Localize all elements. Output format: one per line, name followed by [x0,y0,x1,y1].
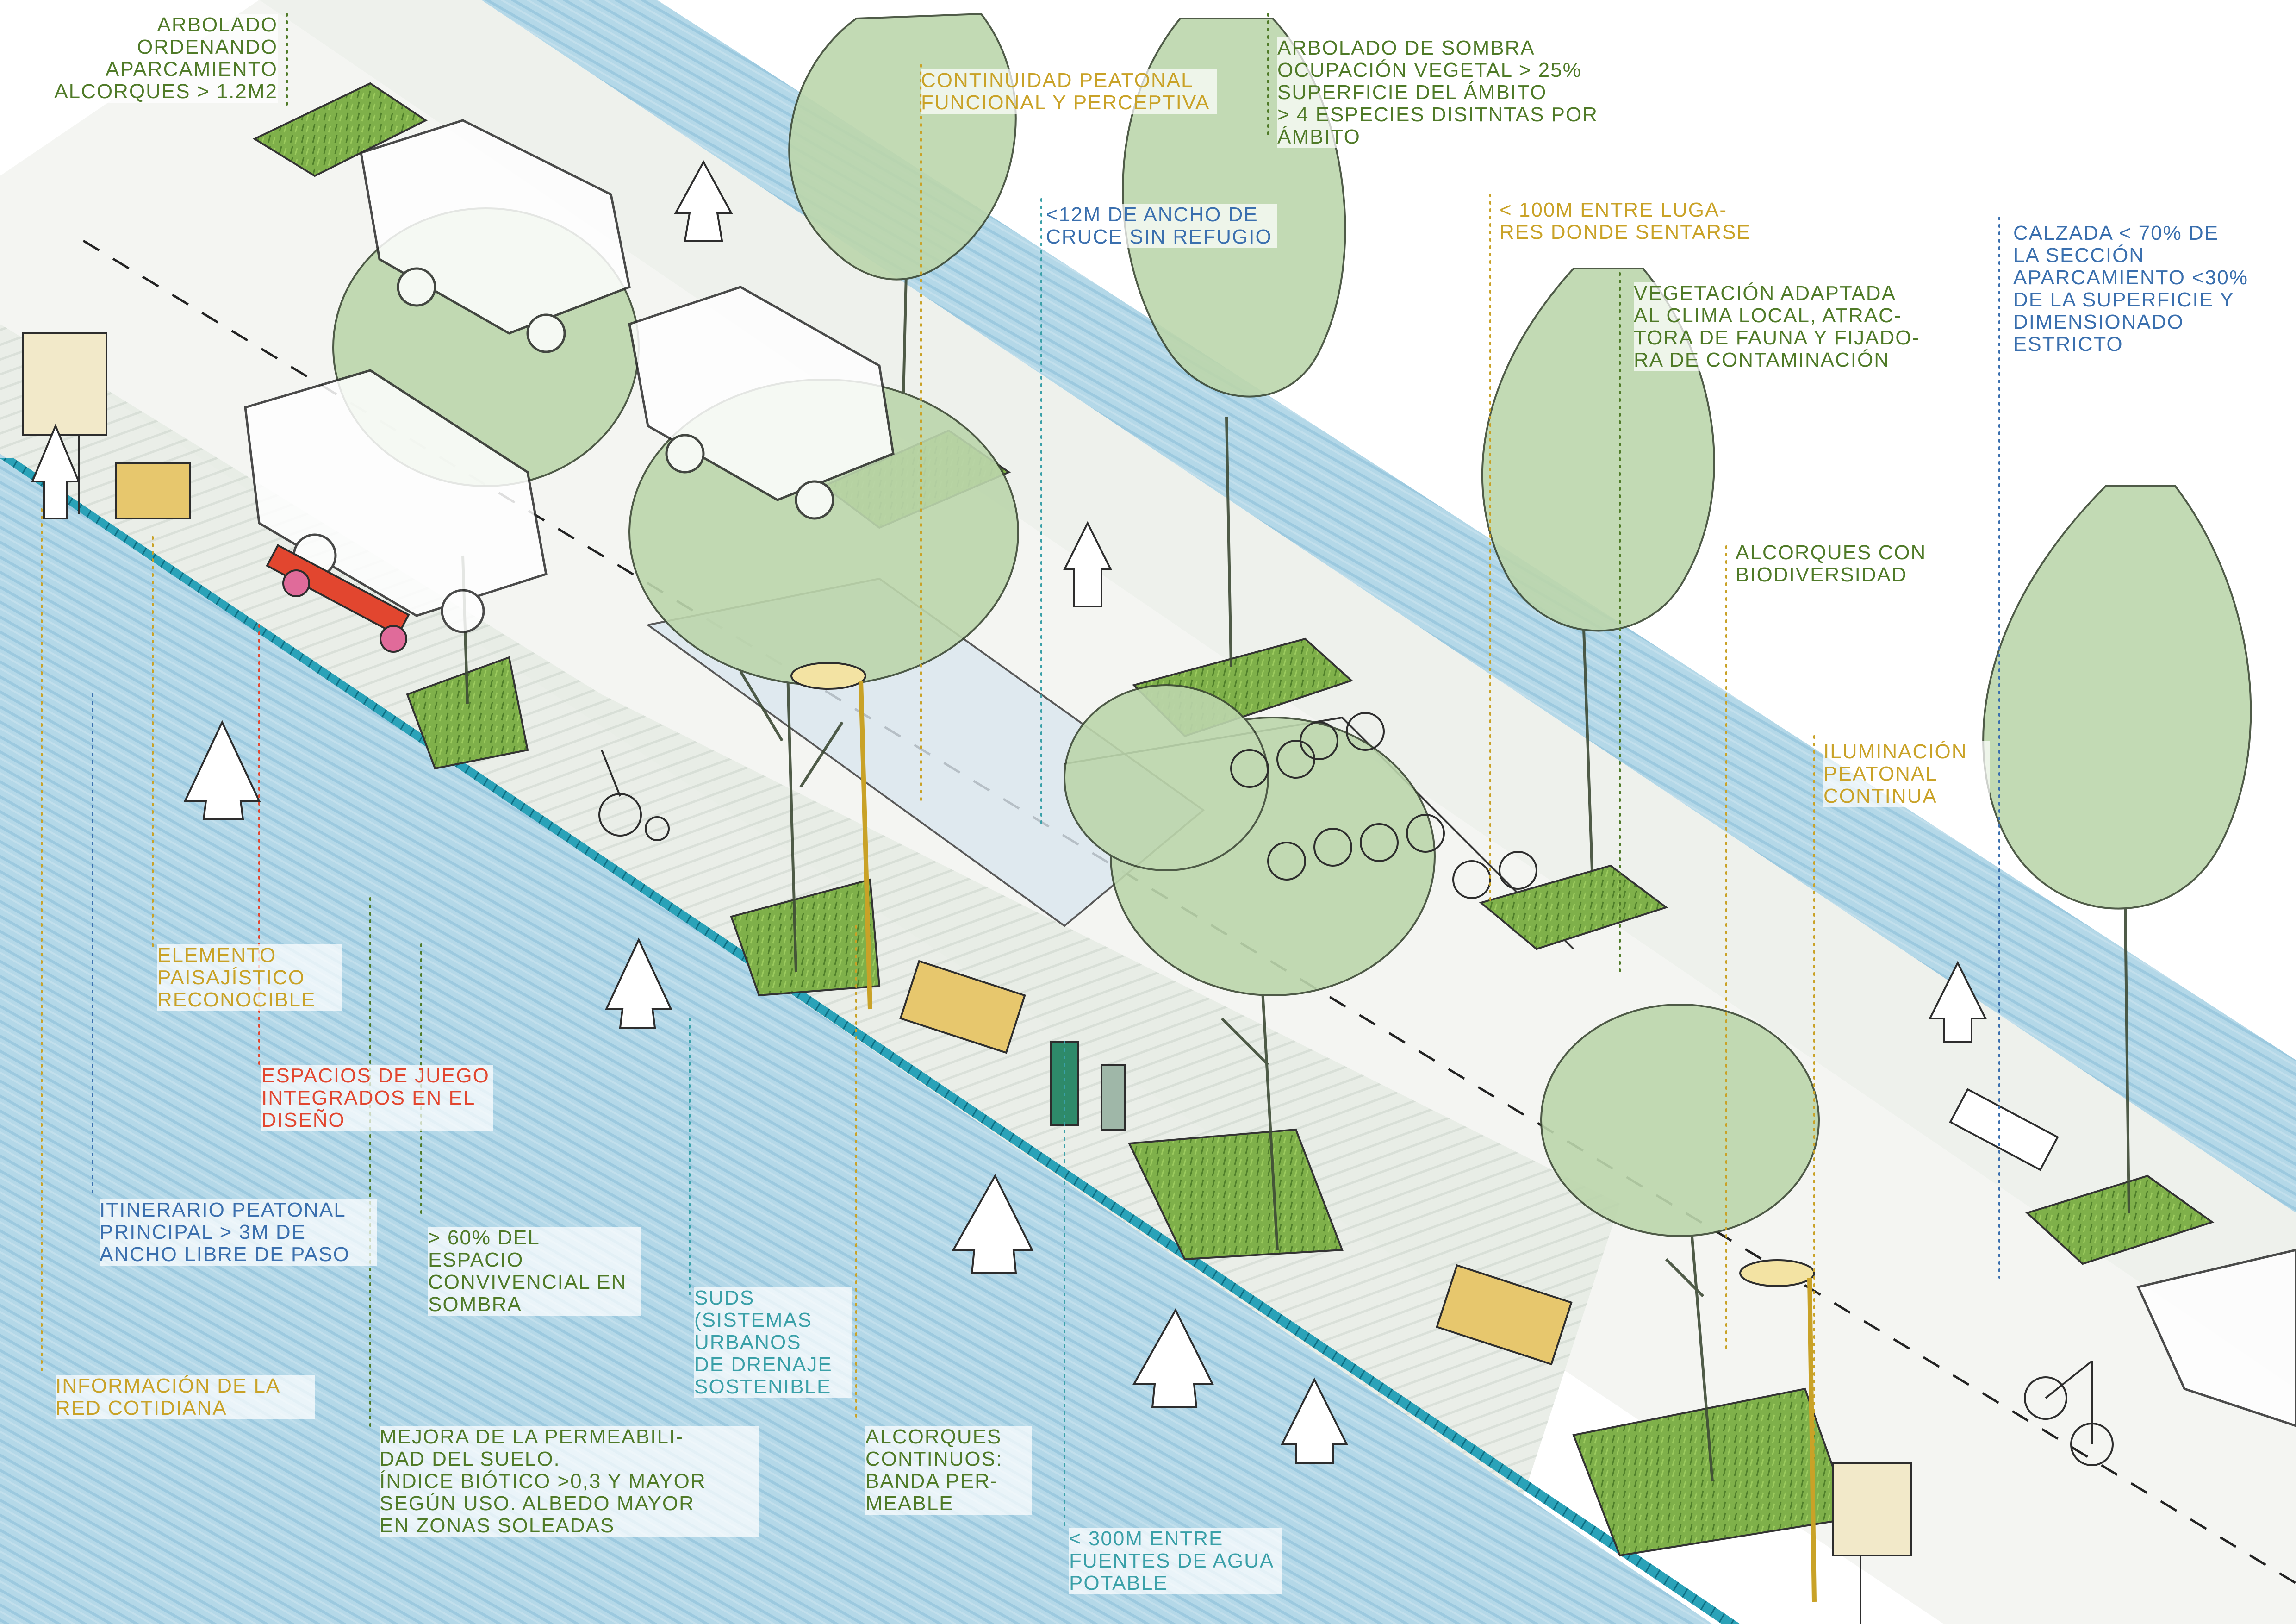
car [2136,1249,2296,1427]
pedestrian [952,1174,1034,1274]
pedestrian [1132,1308,1214,1408]
leader-lines [41,13,2000,1529]
bicycle-parking [1230,712,1537,899]
bench [1949,1088,2059,1171]
planter [730,878,881,997]
label-informacion-red: INFORMACIÓN DE LA RED COTIDIANA [56,1375,315,1419]
street-light [1739,1259,1817,1602]
label-arbolado-ordenando: ARBOLADO ORDENANDO APARCAMIENTO ALCORQUE… [19,14,278,103]
planter [1479,864,1668,950]
label-lugares-sentarse: < 100M ENTRE LUGA- RES DONDE SENTARSE [1500,199,1759,244]
label-alcorques-continuos: ALCORQUES CONTINUOS: BANDA PER- MEABLE [865,1426,1032,1515]
waste-bin [1101,1064,1126,1131]
planter [2025,1174,2215,1265]
pedestrian [1063,521,1113,607]
cars [244,119,2296,1427]
planter [406,656,529,770]
label-ancho-cruce: <12M DE ANCHO DE CRUCE SIN REFUGIO [1046,204,1277,248]
tree-canopy [1982,485,2252,910]
bench [115,462,191,519]
label-suds: SUDS (SISTEMAS URBANOS DE DRENAJE SOSTEN… [694,1287,852,1398]
planter [252,82,428,177]
pedestrian [1928,961,1987,1043]
bench [899,960,1026,1054]
label-alcorques-biodiversidad: ALCORQUES CON BIODIVERSIDAD [1736,542,1958,586]
play-element [266,544,410,637]
information-board [22,332,107,514]
label-arbolado-sombra: ARBOLADO DE SOMBRA OCUPACIÓN VEGETAL > 2… [1277,37,1611,148]
label-espacios-juego: ESPACIOS DE JUEGO INTEGRADOS EN EL DISEÑ… [261,1065,493,1131]
information-board [1832,1462,1912,1624]
label-permeabilidad: MEJORA DE LA PERMEABILI- DAD DEL SUELO. … [380,1426,759,1537]
pedestrian [1280,1377,1349,1464]
planter [1127,1128,1344,1261]
pedestrian [674,160,733,242]
cyclist [2024,1360,2114,1466]
label-itinerario-peatonal: ITINERARIO PEATONAL PRINCIPAL > 3M DE AN… [100,1199,377,1266]
pedestrians [31,160,1987,1464]
bench [1436,1264,1573,1366]
label-fuentes-agua: < 300M ENTRE FUENTES DE AGUA POTABLE [1069,1528,1282,1594]
wheelchair-user [598,750,670,841]
play-element-seat [380,625,407,653]
pedestrian [31,423,80,519]
play-element-seat [282,569,310,597]
pedestrian [604,937,673,1029]
label-espacio-sombra: > 60% DEL ESPACIO CONVIVENCIAL EN SOMBRA [428,1227,641,1316]
label-vegetacion-adaptada: VEGETACIÓN ADAPTADA AL CLIMA LOCAL, ATRA… [1634,282,1948,371]
label-iluminacion: ILUMINACIÓN PEATONAL CONTINUA [1823,741,1990,807]
street-light [790,662,872,1010]
tree-canopy [1064,684,1269,871]
water-fountain [1050,1041,1079,1126]
car [360,119,631,353]
car [628,286,895,520]
label-continuidad-peatonal: CONTINUIDAD PEATONAL FUNCIONAL Y PERCEPT… [921,69,1217,114]
street-furniture [22,332,2114,1624]
label-elemento-paisajistico: ELEMENTO PAISAJÍSTICO RECONOCIBLE [157,944,342,1011]
label-calzada: CALZADA < 70% DE LA SECCIÓN APARCAMIENTO… [2013,222,2263,356]
pedestrian [183,720,261,820]
tree-canopy [1540,1004,1820,1237]
